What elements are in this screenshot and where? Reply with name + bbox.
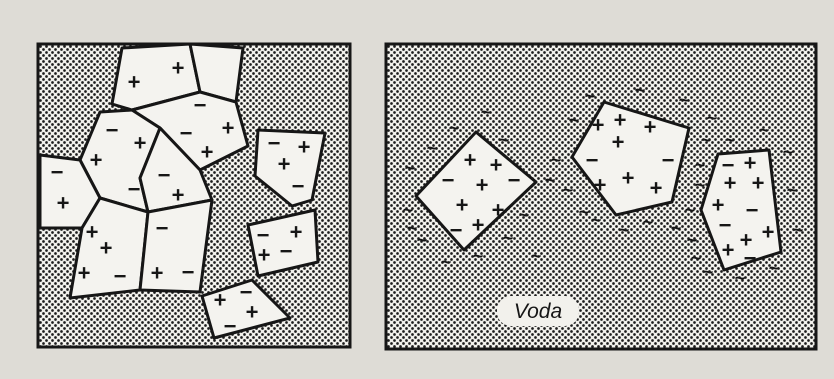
plus-sign: + <box>472 213 485 238</box>
minus-sign: − <box>180 121 193 146</box>
hydration-tilde: ~ <box>473 246 484 266</box>
minus-sign: − <box>442 168 455 193</box>
plus-sign: + <box>222 116 235 141</box>
right-panel: ++−−++++−++++−−+++−++++−−+++−~~~~~~~~~~~… <box>386 44 816 349</box>
minus-sign: − <box>280 239 293 264</box>
hydration-tilde: ~ <box>783 142 794 162</box>
hydration-tilde: ~ <box>787 180 798 200</box>
minus-sign: − <box>158 163 171 188</box>
plus-sign: + <box>650 176 663 201</box>
hydration-tilde: ~ <box>685 200 696 220</box>
hydration-tilde: ~ <box>687 230 698 250</box>
hydration-tilde: ~ <box>679 90 690 110</box>
hydration-tilde: ~ <box>427 138 438 158</box>
hydration-tilde: ~ <box>759 120 770 140</box>
minus-sign: − <box>508 168 521 193</box>
minus-sign: − <box>744 246 757 271</box>
hydration-tilde: ~ <box>701 130 712 150</box>
plus-sign: + <box>258 243 271 268</box>
plus-sign: + <box>151 261 164 286</box>
minus-sign: − <box>240 280 253 305</box>
plus-sign: + <box>592 113 605 138</box>
minus-sign: − <box>128 177 141 202</box>
hydration-tilde: ~ <box>691 248 702 268</box>
plus-sign: + <box>464 148 477 173</box>
plus-sign: + <box>456 193 469 218</box>
plus-sign: + <box>490 153 503 178</box>
plus-sign: + <box>57 191 70 216</box>
hydration-tilde: ~ <box>405 158 416 178</box>
minus-sign: − <box>586 148 599 173</box>
plus-sign: + <box>724 171 737 196</box>
hydration-tilde: ~ <box>591 210 602 230</box>
minus-sign: − <box>224 314 237 339</box>
plus-sign: + <box>622 166 635 191</box>
hydration-tilde: ~ <box>793 220 804 240</box>
minus-sign: − <box>746 198 759 223</box>
minus-sign: − <box>662 148 675 173</box>
plus-sign: + <box>762 220 775 245</box>
hydration-tilde: ~ <box>449 118 460 138</box>
hydration-tilde: ~ <box>643 212 654 232</box>
hydration-tilde: ~ <box>707 108 718 128</box>
hydration-tilde: ~ <box>563 180 574 200</box>
hydration-tilde: ~ <box>519 205 530 225</box>
plus-sign: + <box>78 261 91 286</box>
plus-sign: + <box>752 171 765 196</box>
hydration-tilde: ~ <box>545 170 556 190</box>
minus-sign: − <box>719 213 732 238</box>
hydration-tilde: ~ <box>481 102 492 122</box>
plus-sign: + <box>644 115 657 140</box>
minus-sign: − <box>156 216 169 241</box>
plus-sign: + <box>476 173 489 198</box>
hydration-tilde: ~ <box>403 200 414 220</box>
left-panel: ++−+−+−++−−+−++++−−+−−++−−+−+++−− <box>38 44 350 347</box>
plus-sign: + <box>134 131 147 156</box>
hydration-tilde: ~ <box>503 228 514 248</box>
minus-sign: − <box>182 260 195 285</box>
plus-sign: + <box>298 135 311 160</box>
minus-sign: − <box>450 218 463 243</box>
water-label: Voda <box>514 300 562 323</box>
plus-sign: + <box>86 220 99 245</box>
hydration-tilde: ~ <box>499 130 510 150</box>
hydration-tilde: ~ <box>619 220 630 240</box>
plus-sign: + <box>278 152 291 177</box>
hydration-tilde: ~ <box>695 155 706 175</box>
minus-sign: − <box>106 118 119 143</box>
hydration-tilde: ~ <box>531 246 542 266</box>
plus-sign: + <box>722 238 735 263</box>
hydration-tilde: ~ <box>585 86 596 106</box>
minus-sign: − <box>194 93 207 118</box>
plus-sign: + <box>492 198 505 223</box>
plus-sign: + <box>201 140 214 165</box>
plus-sign: + <box>214 288 227 313</box>
plus-sign: + <box>90 148 103 173</box>
hydration-tilde: ~ <box>703 262 714 282</box>
minus-sign: − <box>114 264 127 289</box>
hydration-tilde: ~ <box>725 130 736 150</box>
minus-sign: − <box>292 174 305 199</box>
hydration-tilde: ~ <box>579 202 590 222</box>
hydration-tilde: ~ <box>569 110 580 130</box>
hydration-tilde: ~ <box>551 150 562 170</box>
plus-sign: + <box>128 70 141 95</box>
plus-sign: + <box>612 130 625 155</box>
hydration-tilde: ~ <box>695 175 706 195</box>
plus-sign: + <box>594 173 607 198</box>
hydration-tilde: ~ <box>441 252 452 272</box>
plus-sign: + <box>172 183 185 208</box>
hydration-tilde: ~ <box>635 80 646 100</box>
hydration-tilde: ~ <box>671 218 682 238</box>
hydration-tilde: ~ <box>769 258 780 278</box>
hydration-tilde: ~ <box>407 218 418 238</box>
plus-sign: + <box>172 56 185 81</box>
hydration-tilde: ~ <box>417 230 428 250</box>
plus-sign: + <box>100 236 113 261</box>
minus-sign: − <box>51 160 64 185</box>
hydration-tilde: ~ <box>735 268 746 288</box>
